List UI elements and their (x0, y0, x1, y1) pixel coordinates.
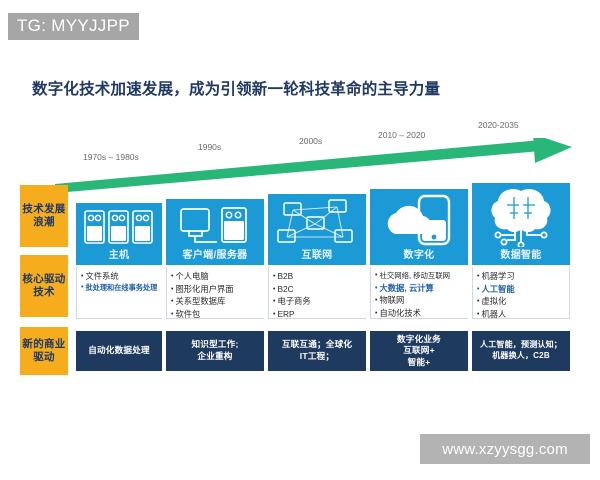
business-cell-5: 人工智能，预测认知； 机器换人，C2B (472, 331, 570, 371)
business-cell-4: 数字化业务 互联网+ 智能+ (370, 331, 468, 371)
list-item: 社交网络, 移动互联网 (375, 270, 466, 282)
list-item: 物联网 (375, 294, 466, 307)
wave-panel-2[interactable]: 客户端/服务器 (166, 199, 264, 265)
client-server-icon (166, 205, 264, 245)
list-item: 关系型数据库 (171, 295, 262, 308)
technology-cell-1: 文件系统 批处理和在线事务处理 (76, 267, 162, 319)
era-label-1: 1970s – 1980s (83, 152, 139, 162)
site-watermark: www.xzyysgg.com (420, 434, 590, 464)
page-title: 数字化技术加速发展，成为引领新一轮科技革命的主导力量 (32, 79, 441, 98)
row-label-core-technologies: 核心驱动技术 (20, 255, 68, 317)
technology-list-1: 文件系统 批处理和在线事务处理 (81, 270, 160, 293)
row-label-business-drivers: 新的商业驱动 (20, 327, 68, 375)
wave-caption-3: 互联网 (301, 250, 333, 261)
list-item: B2B (273, 270, 364, 283)
list-item: 机器学习 (477, 270, 567, 283)
matrix-grid: 技术发展浪潮 核心驱动技术 新的商业驱动 (20, 183, 586, 385)
mainframe-servers-icon (76, 209, 162, 245)
list-item: 软件包 (171, 308, 262, 321)
wave-panel-4[interactable]: 数字化 (370, 189, 468, 265)
ai-brain-circuit-icon (472, 189, 570, 247)
technology-list-2: 个人电脑 图形化用户界面 关系型数据库 软件包 (171, 270, 262, 320)
technology-cell-3: B2B B2C 电子商务 ERP (268, 267, 366, 319)
technology-list-4: 社交网络, 移动互联网 大数据, 云计算 物联网 自动化技术 (375, 270, 466, 319)
list-item: 机器人 (477, 308, 567, 321)
technology-list-5: 机器学习 人工智能 虚拟化 机器人 (477, 270, 567, 320)
technology-cell-2: 个人电脑 图形化用户界面 关系型数据库 软件包 (166, 267, 264, 319)
cloud-smartphone-icon (370, 194, 468, 246)
technology-list-3: B2B B2C 电子商务 ERP (273, 270, 364, 320)
wave-panel-1[interactable]: 主机 (76, 203, 162, 265)
technology-cell-4: 社交网络, 移动互联网 大数据, 云计算 物联网 自动化技术 (370, 267, 468, 319)
growth-arrow (55, 134, 575, 193)
era-label-4: 2010 – 2020 (378, 130, 426, 140)
list-item: 人工智能 (477, 283, 567, 296)
list-item: 批处理和在线事务处理 (81, 283, 160, 294)
green-arrow-icon (55, 134, 572, 193)
wave-panel-5[interactable]: 数据智能 (472, 183, 570, 265)
list-item: 图形化用户界面 (171, 283, 262, 296)
wave-caption-2: 客户端/服务器 (182, 250, 248, 261)
technology-cell-5: 机器学习 人工智能 虚拟化 机器人 (472, 267, 570, 319)
era-label-3: 2000s (299, 136, 323, 146)
era-label-2: 1990s (198, 142, 222, 152)
wave-caption-1: 主机 (108, 250, 130, 261)
row-label-technology-waves: 技术发展浪潮 (20, 185, 68, 247)
list-item: 文件系统 (81, 270, 160, 283)
list-item: 自动化技术 (375, 307, 466, 320)
wave-panel-3[interactable]: 互联网 (268, 194, 366, 265)
wave-caption-5: 数据智能 (500, 250, 542, 261)
list-item: 个人电脑 (171, 270, 262, 283)
business-cell-1: 自动化数据处理 (76, 331, 162, 371)
list-item: ERP (273, 308, 364, 321)
list-item: 大数据, 云计算 (375, 282, 466, 295)
wave-caption-4: 数字化 (403, 250, 435, 261)
era-label-5: 2020-2035 (478, 120, 519, 130)
tg-watermark-tag: TG: MYYJJPP (8, 13, 139, 40)
business-cell-3: 互联互通；全球化 IT工程； (268, 331, 366, 371)
network-mesh-icon (268, 198, 366, 245)
list-item: 电子商务 (273, 295, 364, 308)
business-cell-2: 知识型工作; 企业重构 (166, 331, 264, 371)
list-item: B2C (273, 283, 364, 296)
list-item: 虚拟化 (477, 295, 567, 308)
